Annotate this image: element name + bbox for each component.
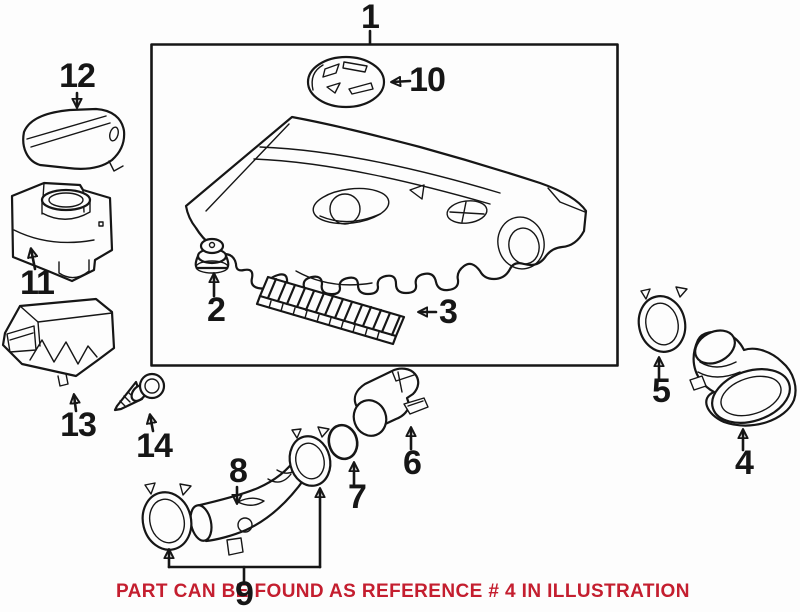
hose-clamp-5 (637, 286, 688, 381)
lower-intake-duct (1, 297, 116, 413)
callout-6-label: 6 (403, 444, 422, 482)
air-filter-element (255, 275, 438, 346)
callout-2-label: 2 (207, 291, 226, 329)
rubber-grommet (194, 237, 230, 298)
callout-8-label: 8 (229, 452, 248, 490)
hose-clamp-left (141, 482, 193, 551)
callout-11-label: 11 (20, 264, 55, 302)
maf-sensor (352, 367, 429, 451)
emblem-badge (306, 55, 412, 109)
o-ring-seal (327, 423, 360, 486)
clamp-pair-bracket (169, 489, 320, 586)
air-elbow-hose (689, 329, 797, 452)
callout-7-label: 7 (348, 478, 367, 516)
engine-cover (184, 115, 588, 296)
callout-4-label: 4 (735, 444, 754, 482)
callout-12-label: 12 (59, 57, 96, 95)
callout-14-label: 14 (136, 427, 173, 465)
reference-note: PART CAN BE FOUND AS REFERENCE # 4 IN IL… (116, 581, 690, 602)
callout-13-label: 13 (60, 406, 97, 444)
callout-9-label: 9 (235, 575, 254, 612)
assembly-outline-box (150, 29, 619, 367)
hose-clamp-right (288, 426, 332, 487)
intake-resonator-box (10, 181, 114, 283)
callout-1-label: 1 (361, 0, 380, 36)
air-intake-scoop (22, 91, 126, 172)
callout-10-label: 10 (409, 61, 446, 99)
callout-5-label: 5 (652, 372, 671, 410)
mounting-screw (113, 372, 166, 433)
callout-3-label: 3 (439, 293, 458, 331)
